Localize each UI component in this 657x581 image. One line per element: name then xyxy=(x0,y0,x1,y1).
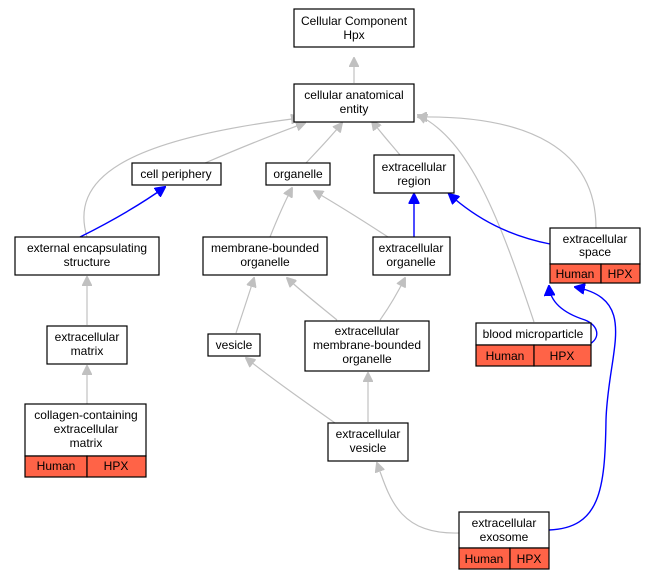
edge-extspace-cae xyxy=(418,117,597,229)
annotation-human-label: Human xyxy=(556,267,595,281)
node-embo-line3: organelle xyxy=(342,352,392,366)
annotation-hpx-label: HPX xyxy=(550,349,575,363)
annotation-hpx xyxy=(533,344,592,367)
node-cell-periphery[interactable]: cell periphery xyxy=(131,162,222,186)
node-extspace-line1: extracellular xyxy=(563,232,628,246)
node-extracellular-matrix[interactable]: extracellular matrix xyxy=(46,325,128,365)
node-extorg-line2: organelle xyxy=(386,255,436,269)
node-extorg-line1: extracellular xyxy=(379,241,444,255)
node-collagen-line3: matrix xyxy=(70,436,103,450)
edge-mbo-organelle xyxy=(269,188,292,238)
edge-blood-cae xyxy=(418,115,535,323)
node-extracellular-space[interactable]: extracellular space Human HPX xyxy=(549,227,641,284)
annotation-hpx-label: HPX xyxy=(104,459,129,473)
node-ecm-line2: matrix xyxy=(71,344,104,358)
node-embo-line2: membrane-bounded xyxy=(313,338,421,352)
node-external-encapsulating-structure[interactable]: external encapsulating structure xyxy=(14,236,160,276)
node-extspace-line2: space xyxy=(579,245,611,259)
annotation-hpx-label: HPX xyxy=(517,552,542,566)
node-blood-microparticle[interactable]: blood microparticle Human HPX xyxy=(475,322,592,367)
node-extves-line2: vesicle xyxy=(350,441,387,455)
node-vesicle[interactable]: vesicle xyxy=(207,333,261,357)
node-vesicle-label: vesicle xyxy=(216,338,253,352)
node-cae-line1: cellular anatomical xyxy=(304,88,403,102)
node-extracellular-exosome[interactable]: extracellular exosome Human HPX xyxy=(458,511,550,570)
annotation-hpx xyxy=(86,455,147,478)
edge-organelle-cae xyxy=(305,123,342,164)
node-mbo-line2: organelle xyxy=(240,255,290,269)
is-a-edges xyxy=(83,58,597,534)
edge-extves-vesicle xyxy=(246,358,336,424)
edge-extspace-extregion xyxy=(449,194,551,245)
node-root-line1: Cellular Component xyxy=(301,14,408,28)
edge-cellperiphery-cae xyxy=(204,123,305,164)
annotation-human-label: Human xyxy=(465,552,504,566)
edge-ees-cellperiphery xyxy=(79,187,165,238)
edge-vesicle-mbo xyxy=(235,278,254,334)
annotation-hpx xyxy=(509,547,550,570)
node-mbo-line1: membrane-bounded xyxy=(211,241,319,255)
node-collagen-line1: collagen-containing xyxy=(34,408,137,422)
edge-blood-extspace xyxy=(549,286,598,346)
node-extracellular-region-line1: extracellular xyxy=(382,160,447,174)
annotation-human-label: Human xyxy=(37,459,76,473)
node-extracellular-region[interactable]: extracellular region xyxy=(373,154,455,194)
annotation-hpx-label: HPX xyxy=(608,267,633,281)
node-extracellular-membrane-bounded-organelle[interactable]: extracellular membrane-bounded organelle xyxy=(304,320,430,372)
node-embo-line1: extracellular xyxy=(335,324,400,338)
annotation-human-label: Human xyxy=(486,349,525,363)
annotation-hpx xyxy=(600,263,641,284)
node-ecm-line1: extracellular xyxy=(55,330,120,344)
edge-embo-extorg xyxy=(379,278,405,321)
edge-embo-mbo xyxy=(287,278,338,321)
node-extves-line1: extracellular xyxy=(336,427,401,441)
edge-exosome-extves xyxy=(377,463,461,534)
node-organelle-label: organelle xyxy=(273,167,323,181)
node-cell-periphery-label: cell periphery xyxy=(140,167,211,181)
node-cellular-anatomical-entity[interactable]: cellular anatomical entity xyxy=(293,83,415,123)
node-cae-line2: entity xyxy=(340,102,369,116)
part-of-edges xyxy=(79,187,617,531)
edge-ees-cae xyxy=(83,118,300,238)
node-collagen-containing-extracellular-matrix[interactable]: collagen-containing extracellular matrix… xyxy=(24,403,147,478)
node-extracellular-organelle[interactable]: extracellular organelle xyxy=(372,236,451,276)
node-exosome-line1: extracellular xyxy=(472,516,537,530)
node-extracellular-vesicle[interactable]: extracellular vesicle xyxy=(327,422,409,462)
node-blood-label: blood microparticle xyxy=(483,327,584,341)
node-ees-line1: external encapsulating xyxy=(27,241,147,255)
edge-exosome-extspace xyxy=(548,287,617,531)
node-extracellular-region-line2: region xyxy=(397,174,430,188)
node-root[interactable]: Cellular Component Hpx xyxy=(293,8,415,48)
node-organelle[interactable]: organelle xyxy=(265,162,331,186)
node-membrane-bounded-organelle[interactable]: membrane-bounded organelle xyxy=(202,236,328,276)
node-exosome-line2: exosome xyxy=(480,530,529,544)
node-ees-line2: structure xyxy=(64,255,111,269)
edge-extorg-organelle xyxy=(314,191,389,238)
node-collagen-line2: extracellular xyxy=(54,422,119,436)
node-root-line2: Hpx xyxy=(343,28,364,42)
edge-extregion-cae xyxy=(372,121,401,156)
